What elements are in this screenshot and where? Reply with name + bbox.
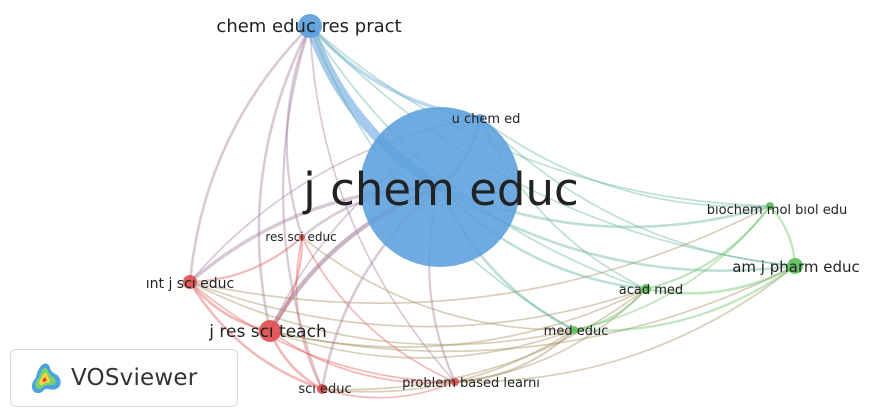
node-label-problem-based-learn[interactable]: problem based learnı xyxy=(402,376,540,391)
node-label-int-j-sci-educ[interactable]: ınt j scı educ xyxy=(146,276,234,292)
node-label-u-chem-ed[interactable]: u chem ed xyxy=(452,112,521,127)
link-j-res-sci-teach-acad-med xyxy=(269,288,647,348)
vosviewer-logo-box: VOSviewer xyxy=(10,349,238,407)
node-chem-educ-res-pract[interactable] xyxy=(298,14,322,38)
node-biochem-mol-biol-edu[interactable] xyxy=(766,202,774,210)
node-problem-based-learn[interactable] xyxy=(451,378,459,386)
link-acad-med-am-j-pharm-educ xyxy=(644,264,797,295)
link-problem-based-learn-am-j-pharm-educ xyxy=(454,265,796,383)
node-label-j-res-sci-teach[interactable]: j res scı teach xyxy=(208,322,326,342)
link-int-j-sci-educ-problem-based-learn xyxy=(189,281,456,383)
link-int-j-sci-educ-biochem-mol-biol-edu xyxy=(189,205,771,304)
link-sci-educ-acad-med xyxy=(321,288,647,391)
node-label-biochem-mol-biol-edu[interactable]: bıochem mol bıol edu xyxy=(707,203,847,218)
link-med-educ-acad-med xyxy=(572,287,648,332)
node-int-j-sci-educ[interactable] xyxy=(183,275,197,289)
node-acad-med[interactable] xyxy=(641,284,651,294)
link-j-res-sci-teach-med-educ xyxy=(269,329,575,359)
node-label-sci-educ[interactable]: scı educ xyxy=(298,382,351,397)
link-acad-med-biochem-mol-biol-edu xyxy=(644,204,772,291)
link-j-res-sci-teach-am-j-pharm-educ xyxy=(269,265,796,353)
node-label-chem-educ-res-pract[interactable]: chem educ res pract xyxy=(216,16,401,37)
link-int-j-sci-educ-med-educ xyxy=(189,281,575,346)
link-chem-educ-res-pract-problem-based-learn xyxy=(309,25,456,383)
link-u-chem-ed-am-j-pharm-educ xyxy=(479,117,796,267)
node-label-j-chem-educ[interactable]: j chem educ xyxy=(302,163,578,216)
link-j-res-sci-teach-res-sci-educ xyxy=(268,235,304,333)
link-int-j-sci-educ-res-sci-educ xyxy=(188,235,304,284)
link-sci-educ-problem-based-learn xyxy=(321,381,456,399)
link-res-sci-educ-med-educ xyxy=(301,236,575,331)
network-labels: j chem educ chem educ res pract u chem ed r… xyxy=(146,16,860,397)
link-int-j-sci-educ-sci-educ xyxy=(188,280,324,391)
link-res-sci-educ-problem-based-learn xyxy=(301,236,456,383)
node-res-sci-educ[interactable] xyxy=(299,234,305,240)
node-label-med-educ[interactable]: med educ xyxy=(544,324,609,339)
node-sci-educ[interactable] xyxy=(317,384,327,394)
node-label-acad-med[interactable]: acad med xyxy=(619,283,683,298)
link-chem-educ-res-pract-sci-educ xyxy=(281,24,324,391)
link-chem-educ-res-pract-biochem-mol-biol-edu xyxy=(309,25,771,207)
link-chem-educ-res-pract-j-res-sci-teach xyxy=(257,24,312,333)
link-chem-educ-res-pract-int-j-sci-educ xyxy=(188,24,312,284)
link-int-j-sci-educ-acad-med xyxy=(189,281,647,328)
node-label-am-j-pharm-educ[interactable]: am j pharm educ xyxy=(732,258,860,276)
link-problem-based-learn-med-educ xyxy=(453,328,576,384)
vosviewer-logo-icon xyxy=(31,363,61,393)
link-med-educ-am-j-pharm-educ xyxy=(572,264,797,332)
link-res-sci-educ-sci-educ xyxy=(295,236,323,390)
node-label-res-sci-educ[interactable]: res sci educ xyxy=(265,230,336,244)
network-nodes xyxy=(183,14,803,394)
link-chem-educ-res-pract-am-j-pharm-educ xyxy=(309,25,796,267)
link-problem-based-learn-acad-med xyxy=(454,288,647,383)
link-chem-educ-res-pract-res-sci-educ xyxy=(285,24,312,239)
link-j-res-sci-teach-problem-based-learn xyxy=(269,330,456,384)
vosviewer-logo-text: VOSviewer xyxy=(71,365,198,391)
node-med-educ[interactable] xyxy=(570,326,578,334)
node-j-chem-educ[interactable] xyxy=(360,107,520,267)
node-u-chem-ed[interactable] xyxy=(476,114,484,122)
node-j-res-sci-teach[interactable] xyxy=(259,320,281,342)
node-am-j-pharm-educ[interactable] xyxy=(787,258,803,274)
link-u-chem-ed-biochem-mol-biol-edu xyxy=(479,117,771,208)
link-med-educ-biochem-mol-biol-edu xyxy=(573,205,771,331)
